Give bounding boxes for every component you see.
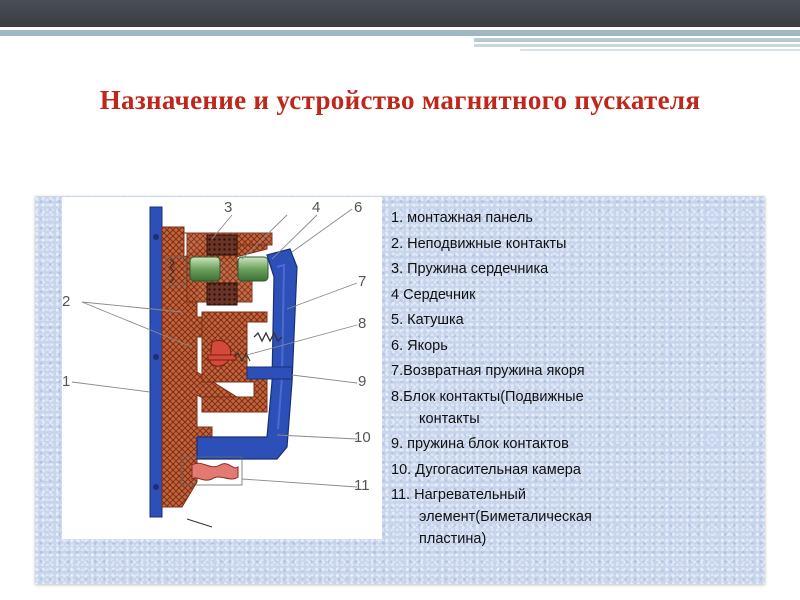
callout-9: 9	[358, 373, 367, 390]
coil-top	[206, 234, 238, 256]
callout-8: 8	[358, 315, 367, 332]
callout-11: 11	[354, 477, 370, 494]
component-legend: 1. монтажная панель 2. Неподвижные конта…	[391, 207, 751, 554]
core-left	[189, 256, 221, 282]
callout-3: 3	[224, 199, 233, 216]
core-spring	[169, 258, 175, 284]
coil-bottom	[206, 282, 238, 306]
legend-item: 2. Неподвижные контакты	[391, 235, 567, 252]
legend-item: 1. монтажная панель	[391, 210, 533, 226]
contact-block-spring	[233, 351, 251, 363]
starter-diagram: 1 2 3 4 5 6 7 8 9 10 11	[62, 197, 382, 539]
callout-2: 2	[62, 293, 71, 310]
legend-item: 7.Возвратная пружина якоря	[391, 363, 585, 379]
header-stripe	[520, 49, 800, 51]
contact-block	[209, 340, 232, 367]
legend-item: 6. Якорь	[391, 337, 448, 354]
callout-10: 10	[354, 429, 371, 446]
core-right	[237, 256, 269, 282]
legend-item: 9. пружина блок контактов	[391, 436, 569, 452]
mounting-panel	[149, 206, 163, 518]
return-spring	[253, 331, 283, 343]
armature-bar	[246, 366, 293, 380]
heating-element-box	[181, 456, 243, 486]
header-stripe	[474, 38, 800, 42]
callout-6: 6	[354, 199, 363, 216]
legend-item: 3. Пружина сердечника	[391, 261, 549, 277]
header-stripe	[0, 30, 800, 36]
mounting-screws	[153, 234, 159, 490]
arrow-indicator	[186, 518, 213, 528]
leader-lines	[71, 208, 358, 488]
header-bar	[0, 0, 800, 27]
callout-1: 1	[62, 373, 71, 390]
legend-item: 10. Дугогасительная камера	[391, 461, 581, 478]
legend-item: 4 Сердечник	[391, 286, 476, 303]
header-stripe	[474, 44, 800, 47]
housing-frame	[201, 311, 268, 413]
callout-7: 7	[358, 273, 367, 290]
armature	[196, 248, 298, 460]
legend-item: 5. Катушка	[391, 312, 464, 328]
callout-4: 4	[312, 199, 321, 216]
heating-element	[191, 462, 239, 481]
slide-title: Назначение и устройство магнитного пуска…	[99, 85, 701, 115]
